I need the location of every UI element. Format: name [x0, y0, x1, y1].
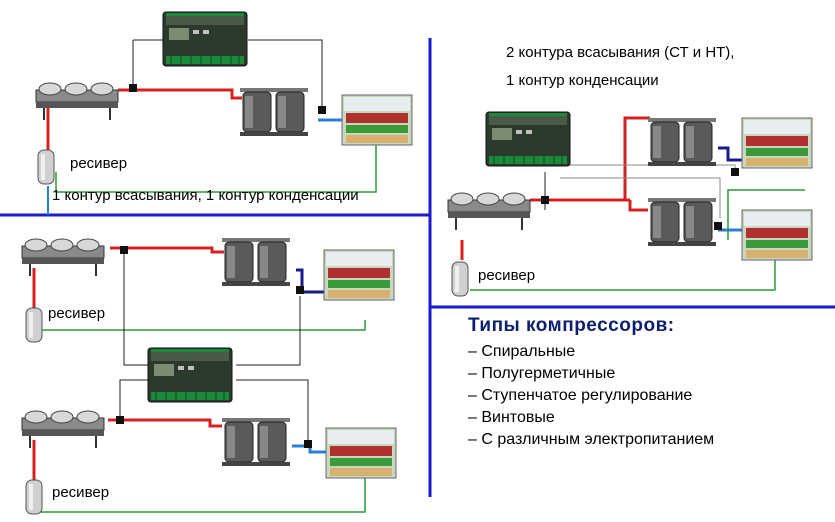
- caption-top-right-line1: 2 контура всасывания (СТ и НТ),: [506, 44, 735, 61]
- list-item: – Полугерметичные: [468, 365, 616, 382]
- receiver-icon: [37, 149, 55, 185]
- system-bottom-left: [21, 237, 397, 515]
- system-top-right: [447, 111, 813, 297]
- display-case-icon: [741, 209, 813, 261]
- compressor-rack-icon: [647, 197, 717, 247]
- compressor-rack-icon: [239, 87, 309, 137]
- display-case-icon: [325, 427, 397, 479]
- controller-icon: [485, 111, 571, 167]
- compressor-rack-icon: [221, 417, 291, 467]
- condenser-icon: [447, 192, 531, 231]
- controller-icon: [147, 347, 233, 403]
- receiver-label-top-right: ресивер: [478, 267, 536, 284]
- list-item: – Спиральные: [468, 343, 576, 360]
- compressor-types-list: – Спиральные – Полугерметичные – Ступенч…: [468, 341, 714, 451]
- list-item: – С различным электропитанием: [468, 431, 715, 448]
- caption-top-right-line2: 1 контур конденсации: [506, 72, 659, 89]
- compressor-types-title: Типы компрессоров:: [468, 315, 675, 336]
- compressor-rack-icon: [647, 117, 717, 167]
- receiver-icon: [451, 261, 469, 297]
- receiver-label-top-left: ресивер: [70, 155, 128, 172]
- display-case-icon: [323, 249, 395, 301]
- display-case-icon: [741, 117, 813, 169]
- system-top-left: [35, 11, 413, 215]
- display-case-icon: [341, 94, 413, 146]
- receiver-icon: [25, 307, 43, 343]
- receiver-label-bottom-upper: ресивер: [48, 305, 106, 322]
- list-item: – Винтовые: [468, 409, 555, 426]
- list-item: – Ступенчатое регулирование: [468, 387, 693, 404]
- receiver-label-bottom-lower: ресивер: [52, 484, 110, 501]
- compressor-rack-icon: [221, 237, 291, 287]
- caption-top-left: 1 контур всасывания, 1 контур конденсаци…: [52, 187, 359, 204]
- receiver-icon: [25, 479, 43, 515]
- controller-icon: [162, 11, 248, 67]
